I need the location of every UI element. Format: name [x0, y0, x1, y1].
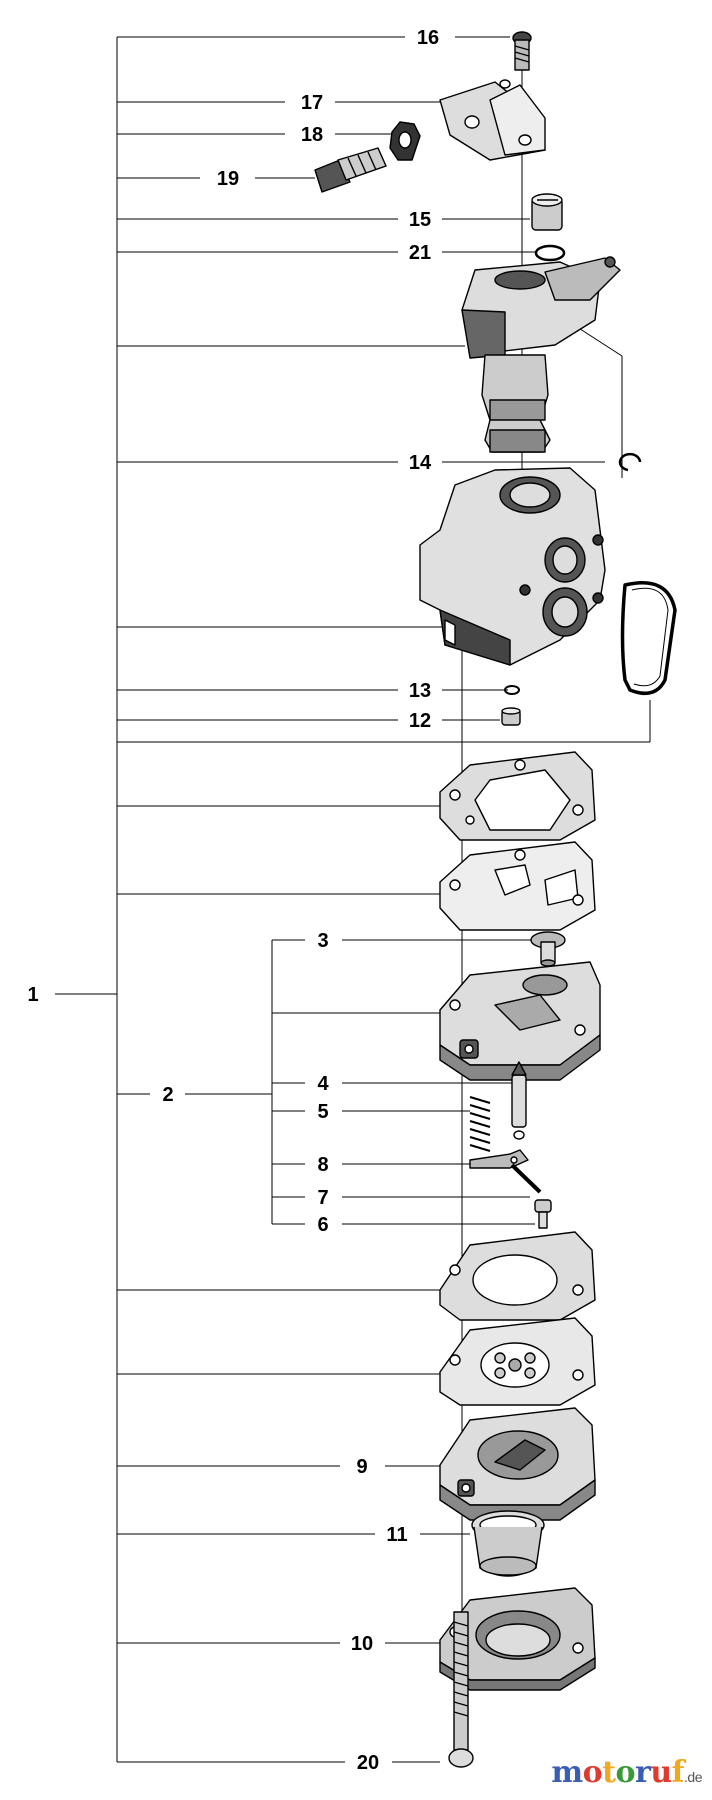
label-part-5: 5 [317, 1101, 328, 1123]
lever-8 [470, 1150, 528, 1168]
label-part-3: 3 [317, 930, 328, 952]
label-part-11: 11 [386, 1524, 407, 1546]
label-part-18: 18 [301, 124, 323, 146]
label-part-12: 12 [409, 710, 431, 732]
label-part-2: 2 [162, 1084, 173, 1106]
gasket-a [440, 752, 595, 840]
o-ring-21 [536, 246, 564, 260]
adjust-screw-19 [315, 148, 386, 192]
label-part-6: 6 [317, 1214, 328, 1236]
watermark-letter: o [582, 1755, 603, 1790]
long-bolt-20 [449, 1612, 473, 1767]
label-part-4: 4 [317, 1073, 329, 1095]
diaphragm [440, 1318, 595, 1405]
needle-4 [512, 1062, 526, 1139]
screw-6 [535, 1200, 551, 1228]
label-part-20: 20 [357, 1752, 379, 1774]
watermark-letter: u [650, 1755, 672, 1790]
label-part-13: 13 [409, 680, 431, 702]
cap-screw-15 [532, 194, 562, 230]
spring-5 [470, 1097, 490, 1151]
watermark-tld: .de [684, 1769, 702, 1785]
label-part-8: 8 [317, 1154, 328, 1176]
clip-14 [620, 454, 640, 470]
part-labels: 16 17 18 19 15 21 14 13 12 3 1 4 2 5 8 7… [27, 27, 439, 1774]
watermark-letter: m [551, 1755, 583, 1790]
label-part-16: 16 [417, 27, 439, 49]
watermark-letter: r [635, 1755, 651, 1790]
gasket-b [440, 842, 595, 930]
label-part-17: 17 [301, 92, 323, 114]
label-part-15: 15 [409, 209, 431, 231]
carburetor-body [420, 468, 605, 665]
watermark-letter: f [671, 1755, 685, 1790]
parts [315, 32, 675, 1767]
bracket-17 [440, 80, 545, 160]
watermark-logo: motoruf.de [551, 1758, 702, 1788]
watermark-text: motoruf [551, 1755, 684, 1790]
gasket-c [440, 1232, 595, 1320]
label-part-14: 14 [409, 452, 432, 474]
metering-cover [440, 962, 600, 1080]
label-part-9: 9 [356, 1456, 367, 1478]
label-part-7: 7 [317, 1187, 328, 1209]
label-part-10: 10 [351, 1633, 373, 1655]
leader-lines [55, 36, 651, 1763]
throttle-shaft-assembly [462, 257, 620, 452]
label-part-19: 19 [217, 168, 239, 190]
o-ring-13 [505, 686, 519, 694]
nut-18 [390, 122, 420, 160]
gasket-loop [623, 583, 676, 694]
pump-cover-9 [440, 1408, 595, 1520]
cap-3 [531, 932, 565, 966]
label-part-21: 21 [409, 242, 431, 264]
pin-7 [512, 1165, 540, 1192]
label-part-1: 1 [27, 984, 38, 1006]
watermark-letter: o [615, 1755, 635, 1790]
filter-cup-11 [472, 1511, 544, 1576]
screw-16 [513, 32, 531, 70]
watermark-letter: t [602, 1755, 616, 1790]
plug-12 [502, 708, 520, 725]
